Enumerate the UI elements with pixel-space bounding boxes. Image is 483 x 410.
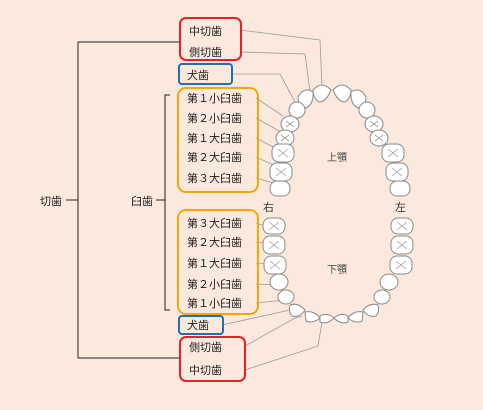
label-upper-central: 中切歯 [189, 25, 222, 38]
group-brackets [66, 41, 180, 359]
label-upper-canine: 犬歯 [187, 68, 209, 82]
canine-box-upper [178, 63, 233, 85]
right-side-label: 右 [263, 200, 274, 214]
group-molars-label: 臼歯 [131, 194, 153, 208]
label-upper-m1: 第１大臼歯 [187, 131, 242, 145]
label-upper-m2: 第２大臼歯 [187, 150, 242, 164]
canine-box-lower [178, 315, 224, 335]
group-incisors-label: 切歯 [40, 195, 62, 208]
label-lower-canine: 犬歯 [187, 318, 209, 332]
incisor-box-upper [179, 17, 242, 61]
label-lower-lateral: 側切歯 [189, 341, 222, 354]
label-lower-central: 中切歯 [189, 364, 222, 377]
molar-box-lower [177, 209, 259, 315]
upper-arch [269, 84, 411, 197]
label-upper-pm2: 第２小臼歯 [187, 111, 242, 125]
upper-jaw-label: 上顎 [327, 152, 347, 164]
lower-arch [262, 217, 414, 324]
left-side-label: 左 [395, 201, 406, 214]
label-lower-m2: 第２大臼歯 [187, 235, 242, 249]
incisor-box-lower [179, 336, 246, 382]
label-lower-pm1: 第１小臼歯 [187, 296, 242, 310]
label-lower-pm2: 第２小臼歯 [187, 277, 242, 291]
label-upper-lateral: 側切歯 [189, 46, 222, 59]
lower-jaw-label: 下顎 [327, 264, 347, 276]
molar-box-upper [177, 87, 259, 193]
label-lower-m1: 第１大臼歯 [187, 256, 242, 270]
highlight-boxes [177, 17, 259, 382]
label-upper-pm1: 第１小臼歯 [187, 91, 242, 105]
label-upper-m3: 第３大臼歯 [187, 171, 242, 185]
tooth-marks [268, 120, 408, 270]
label-lower-m3: 第３大臼歯 [187, 216, 242, 230]
